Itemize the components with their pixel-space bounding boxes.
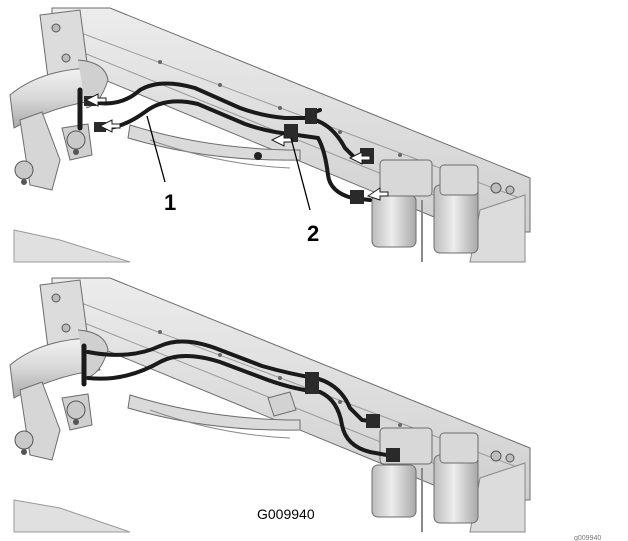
corner-figure-id: g009940 <box>574 535 601 541</box>
callout-1: 1 <box>164 190 176 215</box>
callout-1-leader <box>146 115 166 183</box>
top-panel: 1 2 <box>9 7 531 263</box>
callout-2-leader <box>290 137 311 211</box>
fuel-filter-icon <box>371 427 515 532</box>
bottom-panel: G009940 <box>9 277 531 533</box>
bracket-icon <box>14 111 93 191</box>
figure-id-label: G009940 <box>257 506 315 522</box>
clamp-icon <box>305 372 400 462</box>
leaf-spring-icon <box>127 124 301 169</box>
bracket-icon <box>14 381 93 461</box>
callout-2: 2 <box>307 221 319 246</box>
hose-line-icon <box>77 81 374 202</box>
leaf-spring-icon <box>127 391 301 439</box>
hose-line-icon <box>81 339 394 458</box>
fuel-filter-icon <box>371 159 515 262</box>
